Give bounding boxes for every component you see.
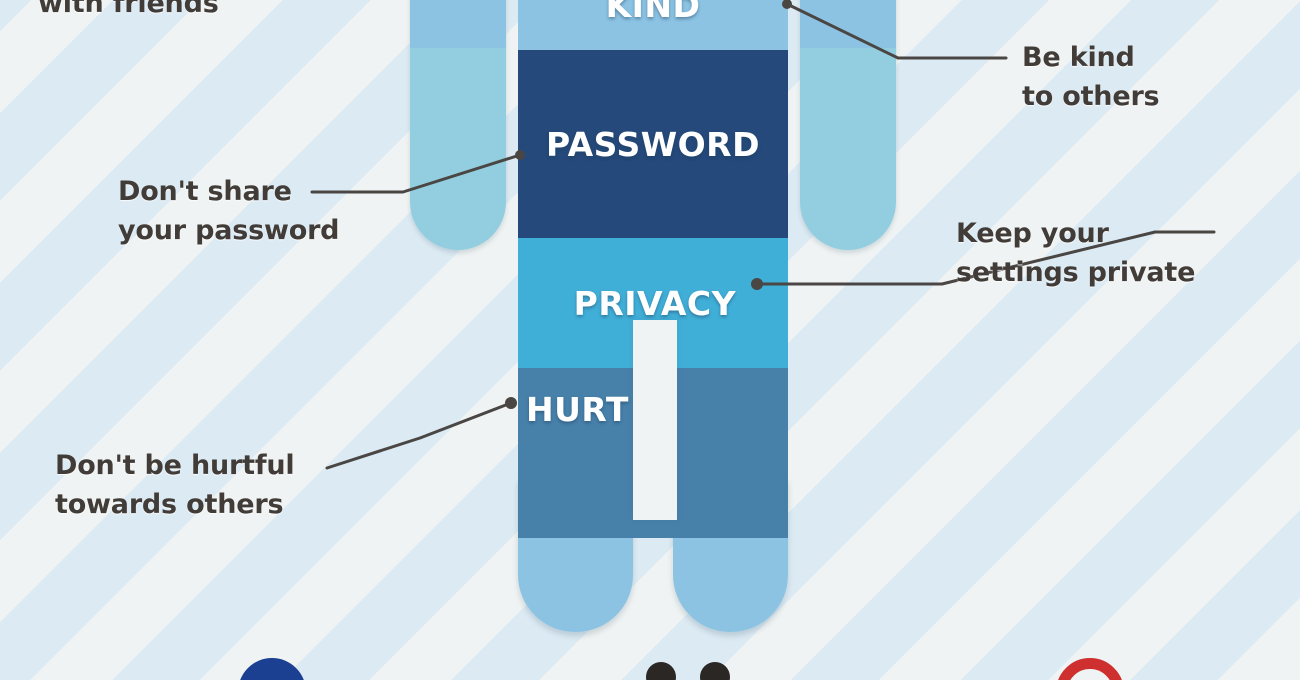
right-arm-lower-segment [800, 48, 896, 250]
callout-be-kind-line-1: Be kind [1022, 42, 1135, 73]
callout-dont-share-password-line-1: Don't share [118, 176, 292, 207]
left-arm-lower-segment [410, 48, 506, 250]
callout-dont-share-password-line-2: your password [118, 215, 340, 247]
facebook-icon[interactable] [238, 658, 306, 680]
between-legs-gap [633, 320, 677, 520]
callout-be-kind-line-2: to others [1022, 81, 1160, 113]
left-leg-lower-segment [518, 522, 633, 632]
figure-right-arm [800, 0, 896, 250]
callout-share-with-friends-line-1: with friends [38, 0, 219, 19]
callout-dont-be-hurtful: Don't be hurtful towards others [55, 446, 295, 524]
left-arm-upper-segment [410, 0, 506, 48]
right-arm-upper-segment [800, 0, 896, 48]
instagram-dot-right-icon[interactable] [700, 662, 730, 680]
callout-keep-settings-private: Keep your settings private [956, 214, 1195, 292]
callout-keep-settings-private-line-1: Keep your [956, 218, 1109, 249]
band-label-password: PASSWORD [545, 124, 760, 164]
torso-band-password: PASSWORD [518, 50, 788, 238]
torso-band-kind: KIND [518, 0, 788, 50]
band-label-hurt: HURT [526, 390, 629, 429]
band-label-kind: KIND [605, 0, 701, 25]
callout-share-with-friends: with friends [38, 0, 219, 23]
callout-be-kind: Be kind to others [1022, 38, 1160, 116]
callout-dont-be-hurtful-line-1: Don't be hurtful [55, 450, 295, 481]
figure-left-arm [410, 0, 506, 250]
right-leg-lower-segment [673, 522, 788, 632]
callout-dont-share-password: Don't share your password [118, 172, 340, 250]
band-label-privacy: PRIVACY [573, 283, 736, 323]
instagram-dot-left-icon[interactable] [646, 662, 676, 680]
callout-keep-settings-private-line-2: settings private [956, 257, 1196, 289]
callout-dont-be-hurtful-line-2: towards others [55, 489, 284, 521]
